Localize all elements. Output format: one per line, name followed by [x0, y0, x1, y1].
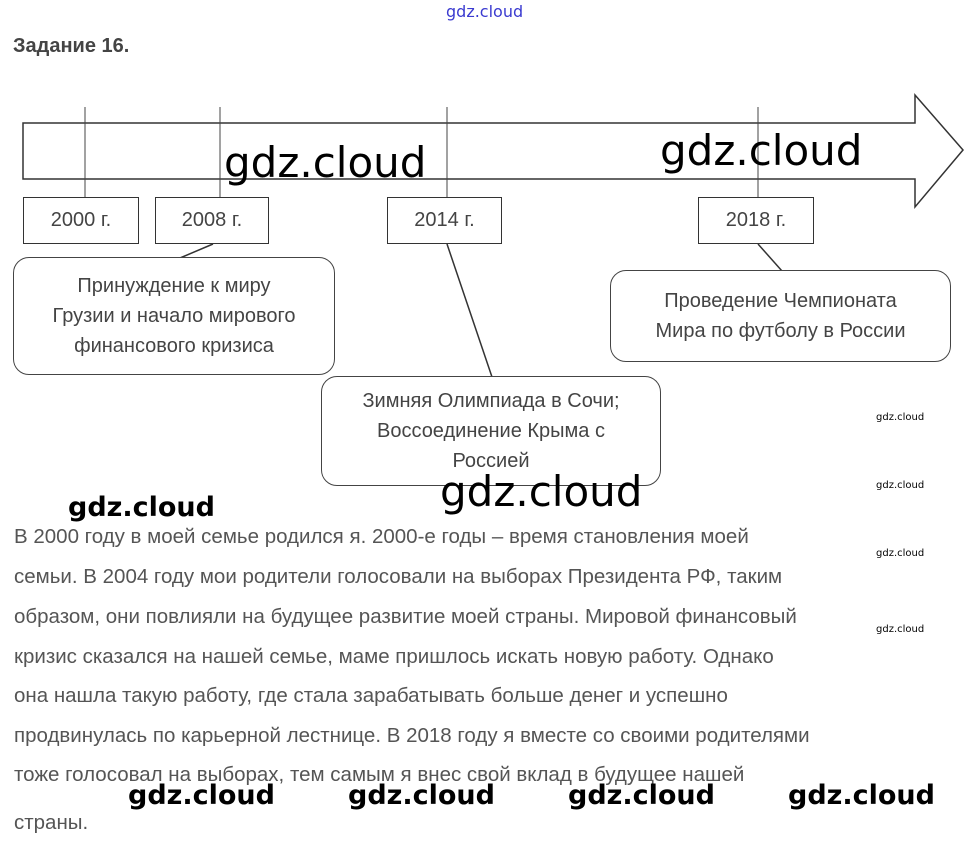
watermark: gdz.cloud	[224, 138, 427, 187]
paragraph-line: семьи. В 2004 году мои родители голосова…	[14, 565, 783, 588]
event-line: финансового кризиса	[74, 335, 274, 357]
year-box-2014: 2014 г.	[387, 197, 502, 244]
event-box-2018: Проведение Чемпионата Мира по футболу в …	[610, 270, 951, 362]
watermark: gdz.cloud	[788, 780, 935, 811]
watermark: gdz.cloud	[876, 480, 925, 491]
connector-2014	[446, 243, 493, 378]
paragraph-line: тоже голосовал на выборах, тем самым я в…	[14, 763, 745, 786]
year-box-2008: 2008 г.	[155, 197, 269, 244]
header-watermark: gdz.cloud	[446, 2, 524, 21]
watermark: gdz.cloud	[568, 780, 715, 811]
paragraph-line: она нашла такую работу, где стала зараба…	[14, 684, 728, 707]
event-box-2014: Зимняя Олимпиада в Сочи; Воссоединение К…	[321, 376, 661, 486]
timeline-arrow	[22, 93, 964, 378]
watermark: gdz.cloud	[876, 624, 925, 635]
connector-2008	[179, 243, 214, 259]
paragraph-line: кризис сказался на нашей семье, маме при…	[14, 645, 774, 668]
paragraph-line: продвинулась по карьерной лестнице. В 20…	[14, 724, 810, 747]
watermark: gdz.cloud	[876, 548, 925, 559]
watermark: gdz.cloud	[440, 467, 643, 516]
paragraph-line: образом, они повлияли на будущее развити…	[14, 605, 797, 628]
event-line: Мира по футболу в России	[655, 320, 906, 342]
watermark: gdz.cloud	[876, 412, 925, 423]
paragraph-line: В 2000 году в моей семье родился я. 2000…	[14, 525, 749, 548]
year-box-2018: 2018 г.	[698, 197, 814, 244]
task-title: Задание 16.	[13, 35, 130, 57]
year-box-2000: 2000 г.	[23, 197, 139, 244]
event-line: Россией	[452, 450, 530, 472]
connector-2018	[757, 243, 783, 272]
event-box-2008: Принуждение к миру Грузии и начало миров…	[13, 257, 335, 375]
event-line: Грузии и начало мирового	[52, 305, 296, 327]
arrow-shape	[22, 93, 964, 210]
watermark: gdz.cloud	[68, 492, 215, 523]
watermark: gdz.cloud	[348, 780, 495, 811]
event-line: Проведение Чемпионата	[664, 290, 897, 312]
paragraph-line: страны.	[14, 811, 89, 834]
watermark: gdz.cloud	[128, 780, 275, 811]
event-line: Принуждение к миру	[77, 275, 271, 297]
watermark: gdz.cloud	[660, 126, 863, 175]
event-line: Воссоединение Крыма с	[377, 420, 605, 442]
event-line: Зимняя Олимпиада в Сочи;	[362, 390, 620, 412]
